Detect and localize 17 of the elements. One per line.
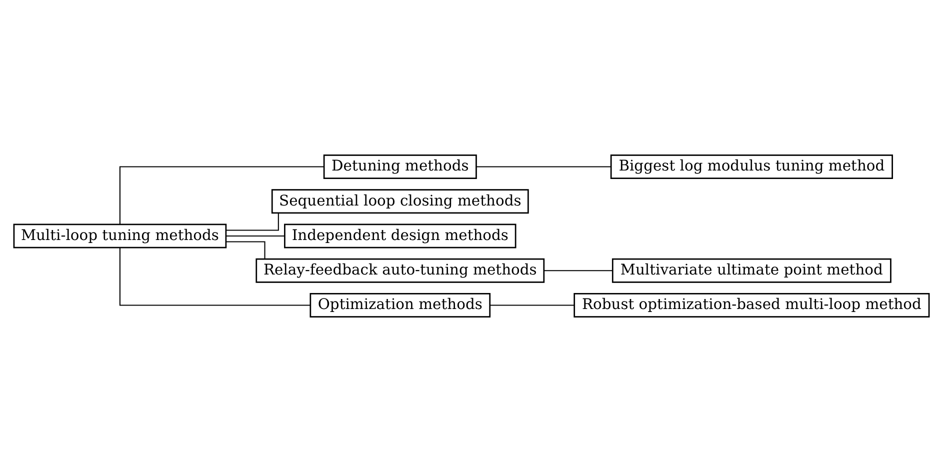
node-box: Multi-loop tuning methods bbox=[13, 223, 227, 248]
node-box: Biggest log modulus tuning method bbox=[610, 154, 893, 178]
node-box: Robust optimization-based multi-loop method bbox=[574, 292, 930, 317]
connector bbox=[490, 304, 574, 306]
node-box: Sequential loop closing methods bbox=[271, 188, 529, 214]
node-box: Relay-feedback auto-tuning methods bbox=[256, 258, 545, 282]
node-box: Multivariate ultimate point method bbox=[612, 258, 892, 282]
connector bbox=[476, 166, 611, 167]
connector bbox=[226, 234, 285, 236]
node-box: Detuning methods bbox=[323, 154, 477, 178]
node-box: Optimization methods bbox=[310, 292, 491, 317]
connector bbox=[544, 270, 612, 271]
connector bbox=[226, 240, 266, 258]
connector bbox=[119, 247, 310, 306]
connector bbox=[226, 212, 279, 230]
connector bbox=[119, 166, 324, 224]
node-box: Independent design methods bbox=[284, 223, 516, 248]
